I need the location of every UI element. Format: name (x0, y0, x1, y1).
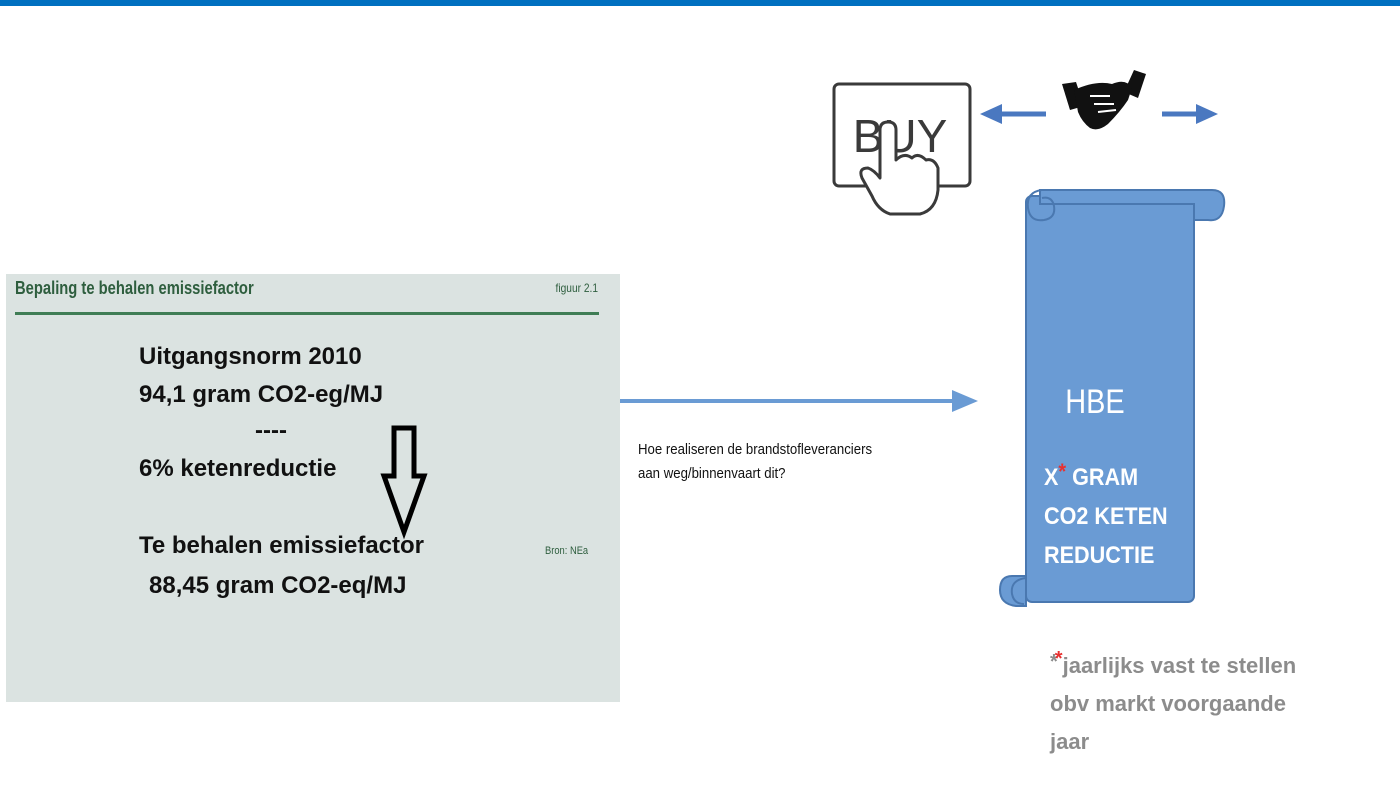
figure-number: figuur 2.1 (555, 281, 598, 295)
base-norm-label: Uitgangsnorm 2010 (139, 343, 362, 370)
footnote-line-2: obv markt voorgaande (1050, 691, 1286, 716)
pointing-hand-icon (859, 120, 940, 216)
footnote-line-1-text: jaarlijks vast te stellen (1062, 653, 1297, 678)
grey-asterisk: * (1050, 651, 1058, 673)
divider-dashes: ---- (255, 417, 287, 444)
trade-arrows (980, 104, 1218, 124)
base-norm-value: 94,1 gram CO2-eg/MJ (139, 381, 384, 408)
footnote: **jaarlijks vast te stellen obv markt vo… (1050, 640, 1370, 761)
top-accent-bar (0, 0, 1400, 6)
down-arrow-icon (380, 425, 428, 540)
footnote-red-asterisk: * (1054, 648, 1063, 670)
x-label: X (1044, 464, 1059, 491)
scroll-line-2: CO2 KETEN (1044, 503, 1168, 530)
question-line-2: aan weg/binnenvaart dit? (638, 465, 786, 482)
figure-source: Bron: NEa (545, 545, 589, 557)
handshake-icon (1062, 70, 1146, 130)
svg-text:BUY: BUY (853, 110, 948, 162)
question-line-1: Hoe realiseren de brandstofleveranciers (638, 441, 873, 458)
buy-icon: BUY (832, 82, 972, 216)
figure-panel: Bepaling te behalen emissiefactor figuur… (6, 274, 620, 702)
target-value: 88,45 gram CO2-eq/MJ (149, 572, 407, 599)
figure-title-rule (15, 312, 599, 315)
hbe-scroll (998, 189, 1226, 607)
scroll-line-1: X* GRAM (1044, 452, 1179, 497)
scroll-line-1-rest: GRAM (1066, 464, 1139, 491)
figure-title: Bepaling te behalen emissiefactor (15, 278, 254, 298)
reduction-text: 6% ketenreductie (139, 455, 337, 482)
scroll-title: HBE (1065, 383, 1125, 421)
scroll-body-text: X* GRAM CO2 KETEN REDUCTIE (1044, 452, 1179, 575)
target-label: Te behalen emissiefactor (139, 532, 424, 559)
footnote-line-3: jaar (1050, 729, 1090, 754)
footnote-line-1: **jaarlijks vast te stellen (1050, 640, 1370, 685)
scroll-line-3: REDUCTIE (1044, 542, 1155, 569)
question-text: Hoe realiseren de brandstofleveranciers … (638, 438, 911, 486)
red-asterisk: * (1058, 459, 1067, 484)
connector-arrow (620, 390, 978, 412)
